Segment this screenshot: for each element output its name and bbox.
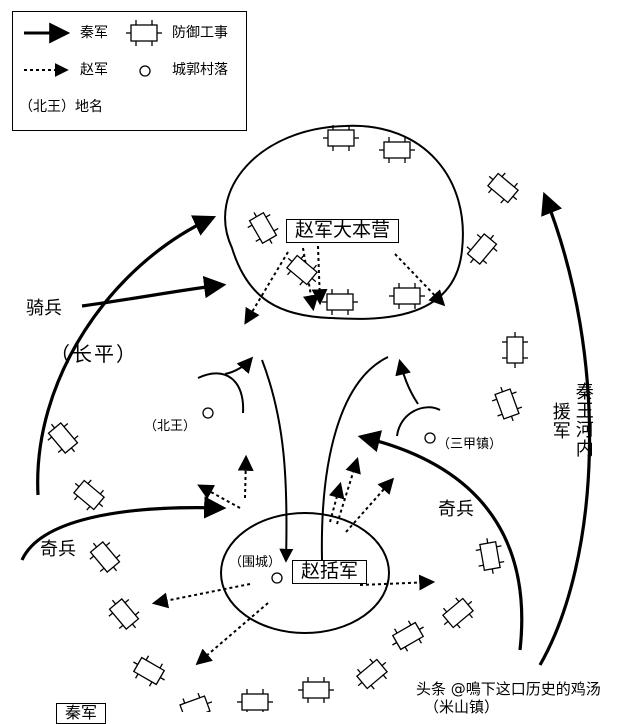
fort-icon	[237, 689, 273, 712]
fort-icon	[355, 658, 389, 690]
zhao-kuo-encirclement	[220, 512, 390, 634]
fort-icon	[379, 137, 415, 163]
legend-fort-icon	[126, 20, 162, 46]
zhao-dashed-arrows	[151, 245, 446, 666]
settlement-weicheng	[271, 572, 283, 584]
qin-relief-label-line1: 秦王河内	[572, 382, 594, 458]
fort-icon	[108, 597, 140, 631]
fort-icon	[486, 172, 520, 204]
zhao-arrow-beiwang	[197, 372, 245, 414]
weicheng-label: （围城）	[229, 555, 282, 570]
legend-placename-label: （北王）地名	[19, 99, 103, 115]
fortifications	[47, 125, 528, 712]
fort-icon	[132, 655, 166, 687]
fort-icon	[322, 289, 358, 315]
zhao-arrow-down-center	[261, 359, 294, 563]
bottom-left-box-label: 秦军	[56, 703, 107, 724]
legend-settlement-label: 城郭村落	[172, 62, 228, 78]
qin-cavalry-arrow-lower	[81, 275, 227, 308]
legend-qin-label: 秦军	[80, 25, 108, 41]
fort-icon	[89, 540, 121, 574]
beiwang-label: （北王）	[144, 419, 197, 434]
fort-icon	[177, 692, 213, 712]
zhao-arrow-up-center	[320, 356, 389, 561]
legend-zhao-label: 赵军	[80, 62, 108, 78]
fort-icon	[502, 332, 528, 368]
qin-relief-arrow	[538, 191, 592, 666]
fort-icon	[389, 283, 425, 309]
fort-icon	[323, 125, 359, 151]
zhao-curved-arrows	[197, 356, 441, 563]
legend-box	[12, 11, 247, 131]
zhao-camp-boundary	[224, 124, 464, 320]
fort-icon	[466, 232, 498, 266]
legend-fort-label: 防御工事	[172, 25, 228, 41]
legend-settlement-icon	[139, 65, 151, 77]
fort-icon	[391, 620, 425, 652]
qin-relief-label-line2: 援军	[549, 402, 571, 440]
settlement-sanjiazhen	[424, 432, 436, 444]
fort-icon	[475, 538, 505, 574]
mishan-label: （米山镇）	[424, 698, 500, 716]
changping-label: （长平）	[50, 342, 138, 366]
fort-icon	[47, 421, 79, 455]
qin-surprise-arrow-right	[357, 430, 524, 651]
surprise-troops-left-label: 奇兵	[40, 539, 76, 560]
qin-arrows	[20, 191, 592, 666]
zhao-kuo-army-label: 赵括军	[292, 560, 368, 584]
surprise-troops-right-label: 奇兵	[438, 499, 474, 520]
fort-icon	[285, 254, 319, 286]
fort-icon	[247, 211, 279, 245]
sanjiazhen-label: （三甲镇）	[437, 437, 503, 452]
fort-icon	[72, 479, 106, 511]
cavalry-label: 骑兵	[26, 298, 62, 319]
fort-icon	[298, 677, 334, 703]
settlement-beiwang	[202, 407, 214, 419]
qin-cavalry-arrow-upper	[36, 215, 217, 496]
watermark: 头条 @鳴下这口历史的鸡汤	[416, 680, 601, 698]
fort-icon	[441, 597, 475, 629]
zhao-arrow-sanjia	[396, 406, 441, 437]
qin-surprise-arrow-left	[20, 496, 227, 561]
settlements	[202, 407, 436, 584]
fort-icon	[491, 386, 523, 422]
zhao-camp-label: 赵军大本营	[286, 219, 400, 243]
